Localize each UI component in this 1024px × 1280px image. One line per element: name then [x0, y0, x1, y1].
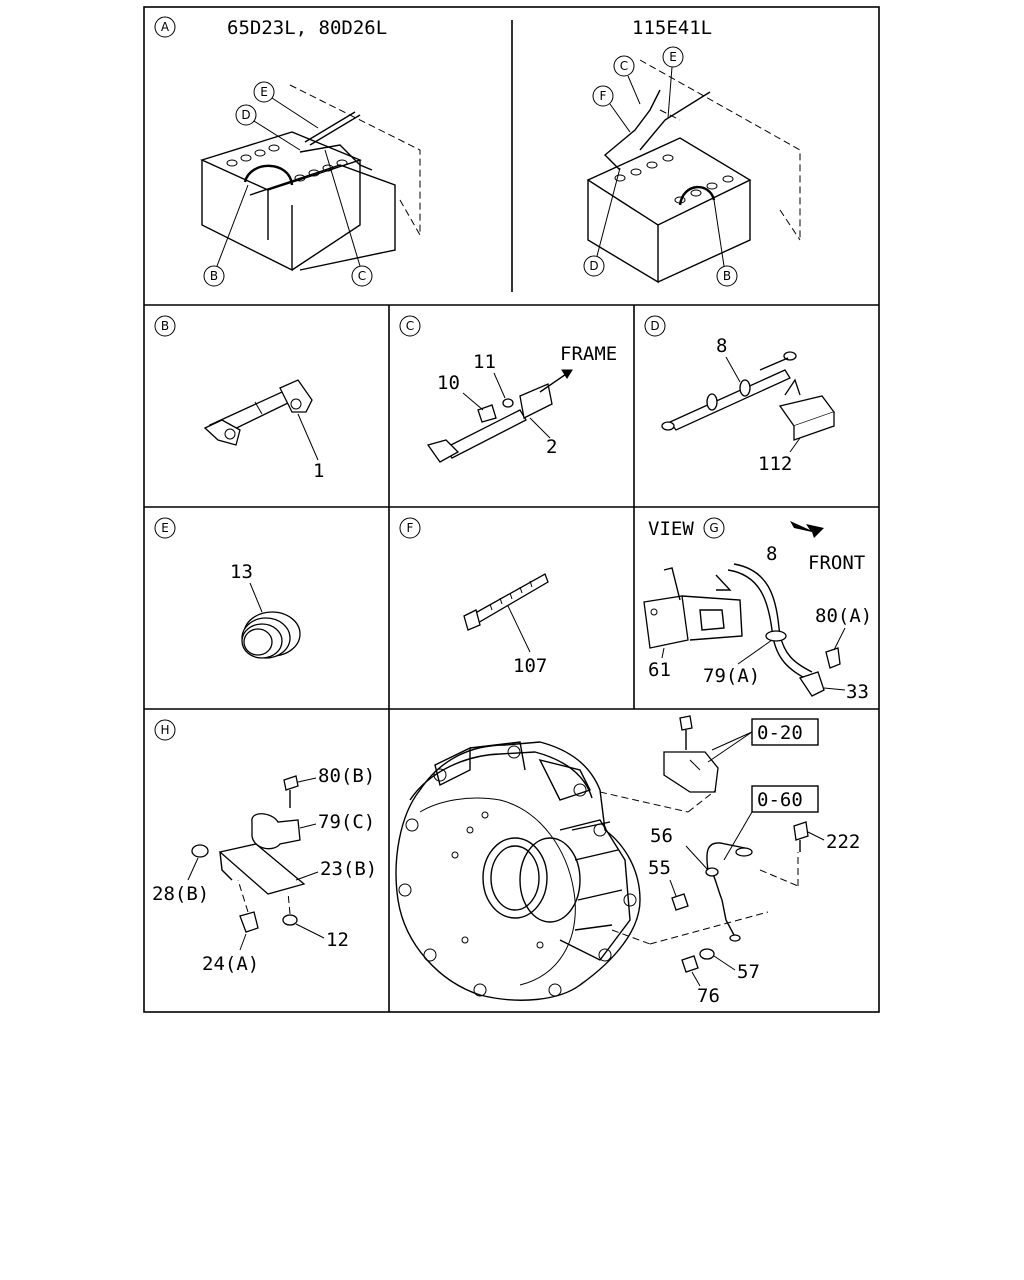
- panel-b-letter-badge: B: [154, 315, 176, 337]
- bell-housing-illustration: [395, 741, 641, 1001]
- svg-text:E: E: [260, 85, 268, 99]
- battery-65d23l-illustration: [200, 84, 421, 272]
- panel-c-letter-badge: C: [399, 315, 421, 337]
- front-arrow-icon: [790, 521, 824, 538]
- direction-label-front: FRONT: [808, 552, 865, 574]
- svg-text:F: F: [600, 89, 607, 103]
- part-label-79c: 79(C): [318, 811, 375, 833]
- svg-text:H: H: [160, 723, 169, 737]
- panel-g: VIEW G FRONT 8 80(A) 61 79(A) 33: [643, 517, 872, 703]
- part-label-57: 57: [737, 961, 760, 983]
- part-label-112: 112: [758, 453, 792, 475]
- part-label-2: 2: [546, 436, 557, 458]
- cable-tie-107-illustration: [463, 573, 549, 631]
- part-label-8-view-g: 8: [766, 543, 777, 565]
- ref-box-0-20: 0-20: [751, 718, 819, 746]
- svg-text:A: A: [161, 20, 170, 34]
- frame-arrow-icon: [539, 369, 573, 393]
- svg-text:F: F: [407, 521, 414, 535]
- view-label: VIEW: [648, 518, 694, 540]
- part-label-76: 76: [697, 985, 720, 1007]
- part-label-80a: 80(A): [815, 605, 872, 627]
- callout-c: C: [613, 55, 641, 105]
- svg-text:D: D: [589, 259, 598, 273]
- battery-cable-2-illustration: [426, 383, 553, 463]
- part-label-12: 12: [326, 929, 349, 951]
- part-label-10: 10: [437, 372, 460, 394]
- callout-e: E: [253, 81, 319, 129]
- part-label-28b: 28(B): [152, 883, 209, 905]
- panel-c: C FRAME 10 11 2: [399, 315, 617, 463]
- svg-text:0-20: 0-20: [757, 722, 803, 744]
- part-label-33: 33: [846, 681, 869, 703]
- part-label-56: 56: [650, 825, 673, 847]
- panel-h-letter-badge: H: [154, 719, 176, 741]
- panel-g-letter-badge: G: [703, 517, 725, 539]
- callout-c: C: [324, 149, 373, 287]
- ground-cable-illustration: [671, 821, 809, 942]
- panel-a-left-title: 65D23L, 80D26L: [227, 17, 387, 39]
- svg-text:D: D: [650, 319, 659, 333]
- part-label-79a: 79(A): [703, 665, 760, 687]
- part-label-1: 1: [313, 460, 324, 482]
- callout-f: F: [592, 85, 631, 133]
- part-label-8: 8: [716, 335, 727, 357]
- panel-f-letter-badge: F: [399, 517, 421, 539]
- cable-8-illustration: [661, 351, 797, 431]
- svg-text:E: E: [669, 50, 677, 64]
- reference-lines: [599, 731, 799, 945]
- svg-text:D: D: [241, 108, 250, 122]
- panel-a-right-callouts: C E F D B: [583, 46, 738, 287]
- panel-d-letter-badge: D: [644, 315, 666, 337]
- grommet-13-illustration: [241, 611, 301, 659]
- svg-text:C: C: [358, 269, 366, 283]
- bracket-assembly-illustration: [191, 775, 306, 933]
- panel-h: H 80(B) 79(C) 23(B) 28(B) 12 24(A): [152, 719, 377, 975]
- panel-a-letter-badge: A: [154, 16, 176, 38]
- svg-text:G: G: [709, 521, 718, 535]
- part-label-80b: 80(B): [318, 765, 375, 787]
- svg-text:C: C: [406, 319, 414, 333]
- diagram-grid: [143, 6, 880, 1013]
- ref-box-0-60: 0-60: [751, 785, 819, 813]
- direction-label-frame: FRAME: [560, 343, 617, 365]
- svg-text:B: B: [161, 319, 169, 333]
- part-label-61: 61: [648, 659, 671, 681]
- battery-115e41l-illustration: [586, 59, 801, 284]
- part-label-222: 222: [826, 831, 860, 853]
- callout-b: B: [203, 184, 249, 287]
- panel-a-right-title: 115E41L: [632, 17, 712, 39]
- panel-d: D 8 112: [644, 315, 836, 475]
- bracket-61-illustration: [643, 567, 743, 649]
- panel-b: B 1: [154, 315, 324, 482]
- panel-a-left-callouts: E D B C: [203, 81, 373, 287]
- panel-i: 0-20 0-60 56 55 222 57 76: [395, 715, 860, 1007]
- panel-e-letter-badge: E: [154, 517, 176, 539]
- svg-text:0-60: 0-60: [757, 789, 803, 811]
- panel-a: A 65D23L, 80D26L 115E41L E D: [154, 16, 801, 287]
- part-label-13: 13: [230, 561, 253, 583]
- washer-nut-illustration: [681, 948, 715, 973]
- part-label-24a: 24(A): [202, 953, 259, 975]
- part-label-11: 11: [473, 351, 496, 373]
- svg-text:B: B: [723, 269, 731, 283]
- upper-bracket-illustration: [663, 715, 719, 793]
- svg-text:B: B: [210, 269, 218, 283]
- svg-text:C: C: [620, 59, 628, 73]
- panel-f: F 107: [399, 517, 549, 677]
- part-label-55: 55: [648, 857, 671, 879]
- callout-d: D: [583, 167, 621, 277]
- leader-1: [297, 413, 319, 461]
- callout-d: D: [235, 104, 301, 151]
- panel-e: E 13: [154, 517, 301, 659]
- battery-cable-1-illustration: [203, 379, 313, 446]
- callout-b: B: [713, 199, 738, 287]
- terminal-112-illustration: [778, 378, 836, 441]
- svg-text:E: E: [161, 521, 169, 535]
- callout-e: E: [662, 46, 684, 119]
- part-label-23b: 23(B): [320, 858, 377, 880]
- part-label-107: 107: [513, 655, 547, 677]
- cable-8-routing-illustration: [727, 563, 841, 697]
